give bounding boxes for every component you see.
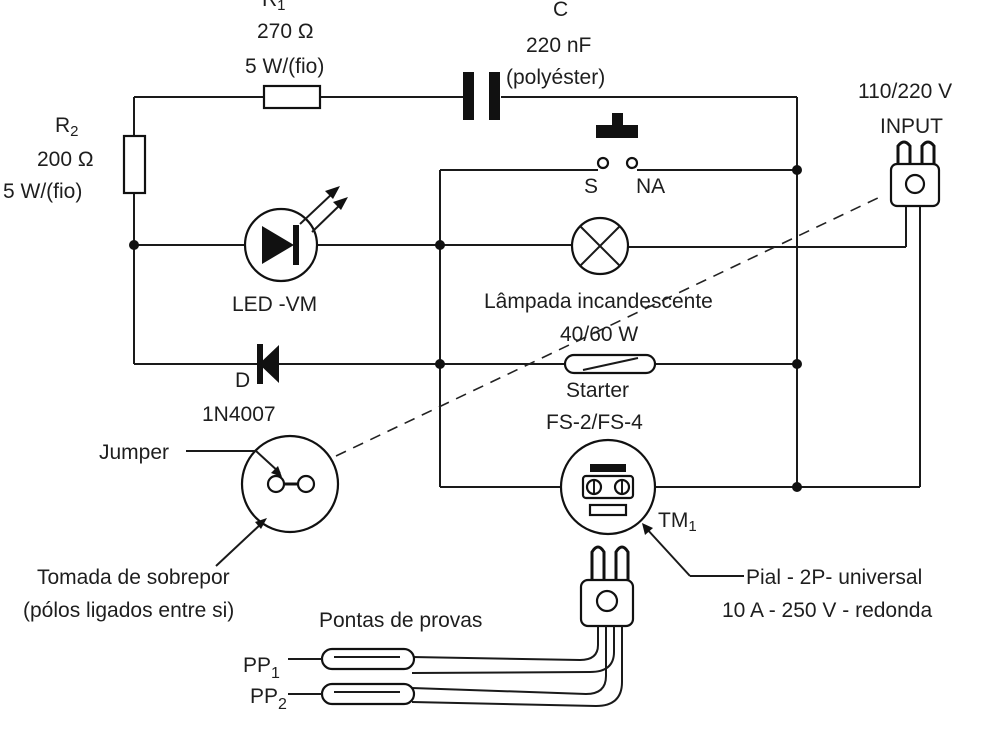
r2-value: 200 Ω [37,148,94,171]
jumper-label: Jumper [99,441,169,464]
pp1-designator: PP1 [243,654,280,682]
pial-socket-tm1: TM1 Pial - 2P- universal 10 A - 250 V - … [559,438,932,622]
surface-socket: Jumper Tomada de sobrepor (pólos ligados… [23,434,340,622]
pial-line2: 10 A - 250 V - redonda [722,599,932,622]
r1-designator: R1 [262,0,286,14]
tm1-designator: TM1 [658,509,697,535]
lamp-power: 40/60 W [560,323,638,346]
switch-contact-s: S [584,175,598,198]
probes-label: Pontas de provas [319,609,482,632]
resistor-r2: R2 200 Ω 5 W/(fio) [3,114,147,203]
push-switch: S NA [584,113,665,198]
probe-plug: Pontas de provas [319,545,635,708]
led-indicator: LED -VM [232,186,348,316]
diode-part: 1N4007 [202,403,276,426]
diode-designator: D [235,369,250,392]
resistor-r1: R1 270 Ω 5 W/(fio) [245,0,324,110]
junction-nodes [129,165,802,492]
capacitor-designator: C [553,0,568,21]
led-label: LED -VM [232,293,317,316]
lamp-label: Lâmpada incandescente [484,290,713,313]
starter-model: FS-2/FS-4 [546,411,643,434]
r1-rating: 5 W/(fio) [245,55,324,78]
probe-pp1: PP1 [243,647,416,682]
r2-rating: 5 W/(fio) [3,180,82,203]
capacitor-value: 220 nF [526,34,591,57]
r2-designator: R2 [55,114,79,140]
probe-pp2: PP2 [250,682,416,713]
pp2-designator: PP2 [250,685,287,713]
capacitor-c: C 220 nF (polyéster) [463,0,605,120]
diode-d: D 1N4007 [202,344,279,426]
socket-line1: Tomada de sobrepor [37,566,230,589]
input-label: INPUT [880,115,943,138]
dashed-connection [335,195,883,457]
starter-label: Starter [566,379,629,402]
capacitor-type: (polyéster) [506,66,605,89]
input-voltage: 110/220 V [858,80,952,103]
wiring [133,96,921,488]
pial-line1: Pial - 2P- universal [746,566,922,589]
socket-line2: (pólos ligados entre si) [23,599,234,622]
starter: Starter FS-2/FS-4 [546,353,657,434]
r1-value: 270 Ω [257,20,314,43]
input-plug: 110/220 V INPUT [858,80,952,208]
switch-contact-na: NA [636,175,665,198]
incandescent-lamp: Lâmpada incandescente 40/60 W [484,216,713,346]
